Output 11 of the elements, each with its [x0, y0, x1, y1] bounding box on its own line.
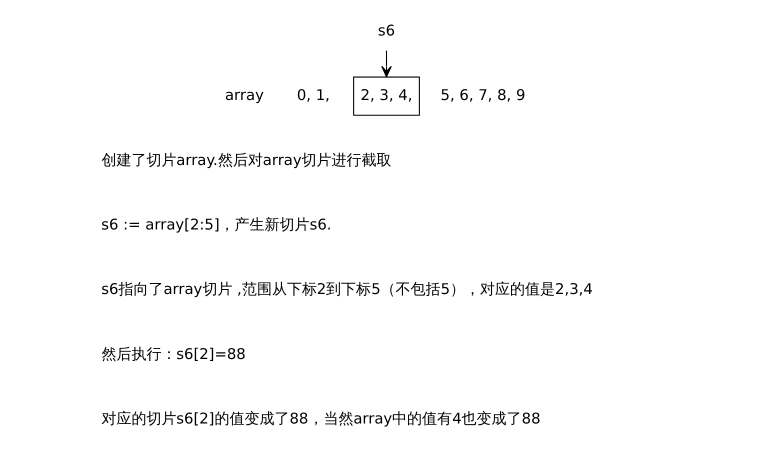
- label: 然后执行：s6[2]=88: [101, 346, 246, 363]
- label: 5, 6, 7, 8, 9: [440, 87, 526, 104]
- node-box: 2, 3, 4,: [353, 76, 420, 116]
- arrow: [381, 50, 392, 78]
- label: 创建了切片array.然后对array切片进行截取: [101, 152, 392, 169]
- node-text: s6: [378, 22, 396, 40]
- label: s6指向了array切片 ,范围从下标2到下标5（不包括5），对应的值是2,3,4: [101, 281, 593, 298]
- label: s6 := array[2:5]，产生新切片s6.: [101, 216, 332, 234]
- label: 对应的切片s6[2]的值变成了88，当然array中的值有4也变成了88: [101, 410, 541, 428]
- label: 0, 1,: [296, 87, 330, 104]
- label: array: [224, 87, 264, 104]
